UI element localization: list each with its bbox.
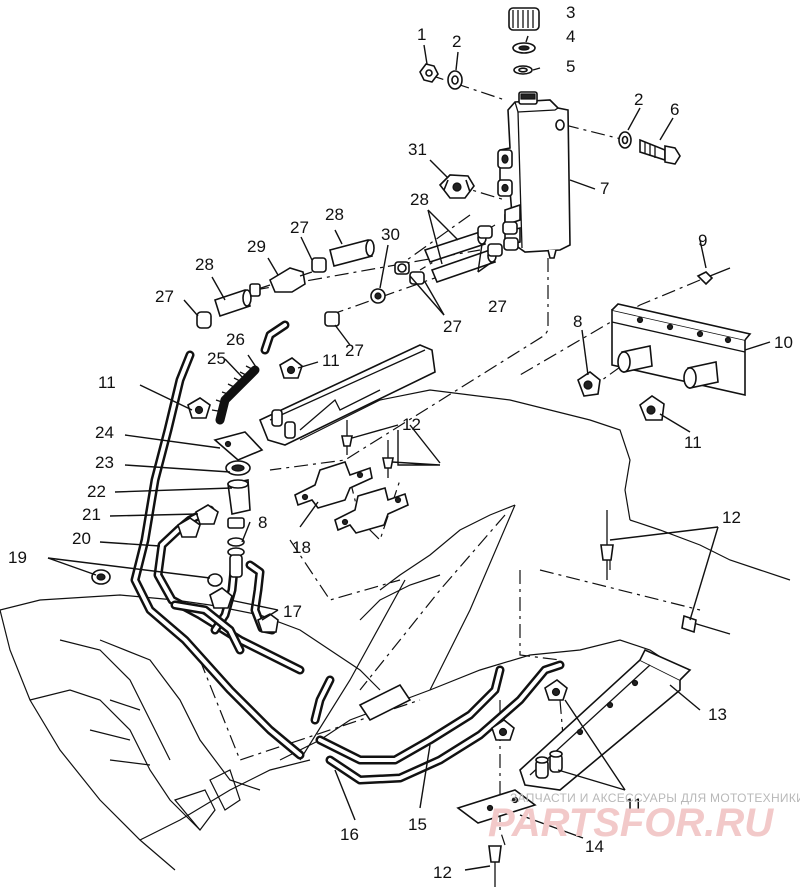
callout-28: 28 xyxy=(410,190,429,209)
callout-29: 29 xyxy=(247,237,266,256)
mounting-bracket-10 xyxy=(611,303,752,397)
check-valve-30 xyxy=(370,288,386,304)
bolt xyxy=(618,131,681,165)
callout-18: 18 xyxy=(292,538,311,557)
brackets-18 xyxy=(294,461,409,534)
callout-1: 1 xyxy=(417,25,426,44)
filler-cap xyxy=(508,7,540,75)
callout-2: 2 xyxy=(634,90,643,109)
callout-25: 25 xyxy=(207,349,226,368)
watermark: PARTSFOR.RU ЗАПЧАСТИ И АКСЕССУАРЫ ДЛЯ МО… xyxy=(488,791,800,845)
small-clamps xyxy=(91,357,303,633)
callout-20: 20 xyxy=(72,529,91,548)
callout-19: 19 xyxy=(8,548,27,567)
callout-11: 11 xyxy=(322,351,340,370)
callout-27: 27 xyxy=(290,218,309,237)
callout-12: 12 xyxy=(722,508,741,527)
callout-28: 28 xyxy=(195,255,214,274)
callout-6: 6 xyxy=(670,100,679,119)
chassis-frame xyxy=(0,389,791,871)
bracket-15 xyxy=(358,683,412,722)
callout-8: 8 xyxy=(573,312,582,331)
callout-5: 5 xyxy=(566,57,575,76)
rivets-lower xyxy=(488,510,731,887)
callout-21: 21 xyxy=(82,505,101,524)
screw-9 xyxy=(696,267,731,286)
callout-11: 11 xyxy=(625,795,643,814)
callout-17: 17 xyxy=(283,602,302,621)
callout-13: 13 xyxy=(708,705,727,724)
callout-3: 3 xyxy=(566,3,575,22)
callout-14: 14 xyxy=(585,837,604,856)
callout-31: 31 xyxy=(408,140,427,159)
heat-shield xyxy=(258,344,436,446)
callout-27: 27 xyxy=(488,297,507,316)
callout-11: 11 xyxy=(684,433,702,452)
bracket-14 xyxy=(456,789,537,824)
skid-plate-13 xyxy=(491,648,692,791)
callout-26: 26 xyxy=(226,330,245,349)
callout-16: 16 xyxy=(340,825,359,844)
callout-8: 8 xyxy=(258,513,267,532)
rivets-upper xyxy=(341,420,394,478)
callout-28: 28 xyxy=(325,205,344,224)
callout-24: 24 xyxy=(95,423,114,442)
callout-12: 12 xyxy=(402,415,421,434)
callout-4: 4 xyxy=(566,27,575,46)
callout-22: 22 xyxy=(87,482,106,501)
nut-and-washer xyxy=(419,63,463,90)
callout-labels: 1 2 3 4 5 2 6 31 7 28 27 28 29 30 28 9 2… xyxy=(8,3,793,882)
callout-12: 12 xyxy=(433,863,452,882)
callout-23: 23 xyxy=(95,453,114,472)
hose-clamps-right xyxy=(577,371,665,421)
callout-30: 30 xyxy=(381,225,400,244)
callout-9: 9 xyxy=(698,231,707,250)
callout-2: 2 xyxy=(452,32,461,51)
watermark-caption: ЗАПЧАСТИ И АКСЕССУАРЫ ДЛЯ МОТОТЕХНИКИ xyxy=(510,791,800,805)
thermostat-housing xyxy=(213,431,264,578)
corrugated-hose xyxy=(211,365,260,425)
coolant-hoses xyxy=(130,320,565,785)
clamp-31 xyxy=(438,174,475,199)
watermark-logo: PARTSFOR.RU xyxy=(488,801,774,845)
callout-7: 7 xyxy=(600,179,609,198)
callout-27: 27 xyxy=(443,317,462,336)
leader-lines xyxy=(47,35,771,871)
callout-27: 27 xyxy=(155,287,174,306)
hose-set-right xyxy=(394,221,519,285)
callout-10: 10 xyxy=(774,333,793,352)
coolant-reservoir xyxy=(497,91,571,259)
callout-15: 15 xyxy=(408,815,427,834)
hose-set-left xyxy=(196,239,375,329)
callout-11: 11 xyxy=(98,373,116,392)
callout-27: 27 xyxy=(345,341,364,360)
